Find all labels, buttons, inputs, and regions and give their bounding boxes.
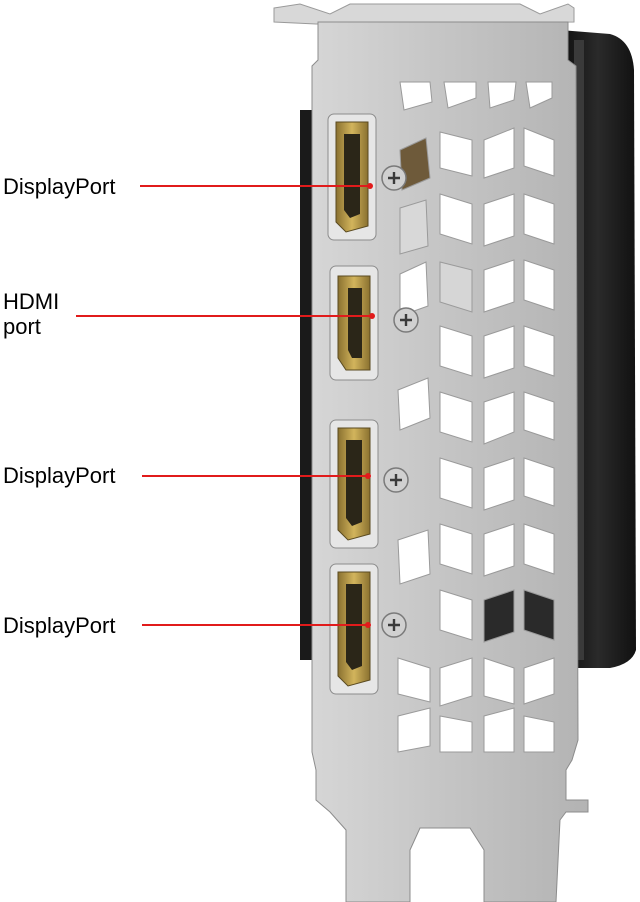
vent-grid	[397, 81, 555, 753]
displayport-connector-1	[327, 113, 377, 241]
label-hdmi-port: HDMI port	[3, 289, 60, 339]
label-displayport-1: DisplayPort	[3, 174, 116, 199]
leader-dot-hdmi	[369, 313, 375, 319]
hdmi-connector	[329, 265, 379, 381]
label-displayport-2: DisplayPort	[3, 463, 116, 488]
phillips-screw-icon	[381, 165, 407, 191]
phillips-screw-icon	[393, 307, 419, 333]
phillips-screw-icon	[381, 612, 407, 638]
bracket-top-flange	[273, 3, 575, 25]
displayport-connector-2	[329, 419, 379, 549]
phillips-screw-icon	[383, 467, 409, 493]
leader-dot-displayport-1	[367, 183, 373, 189]
label-displayport-3: DisplayPort	[3, 613, 116, 638]
heatsink-shroud-left	[300, 110, 312, 660]
heatsink-shroud-edge	[574, 40, 584, 660]
leader-dot-displayport-3	[365, 622, 371, 628]
displayport-connector-3	[329, 563, 379, 695]
leader-dot-displayport-2	[365, 473, 371, 479]
